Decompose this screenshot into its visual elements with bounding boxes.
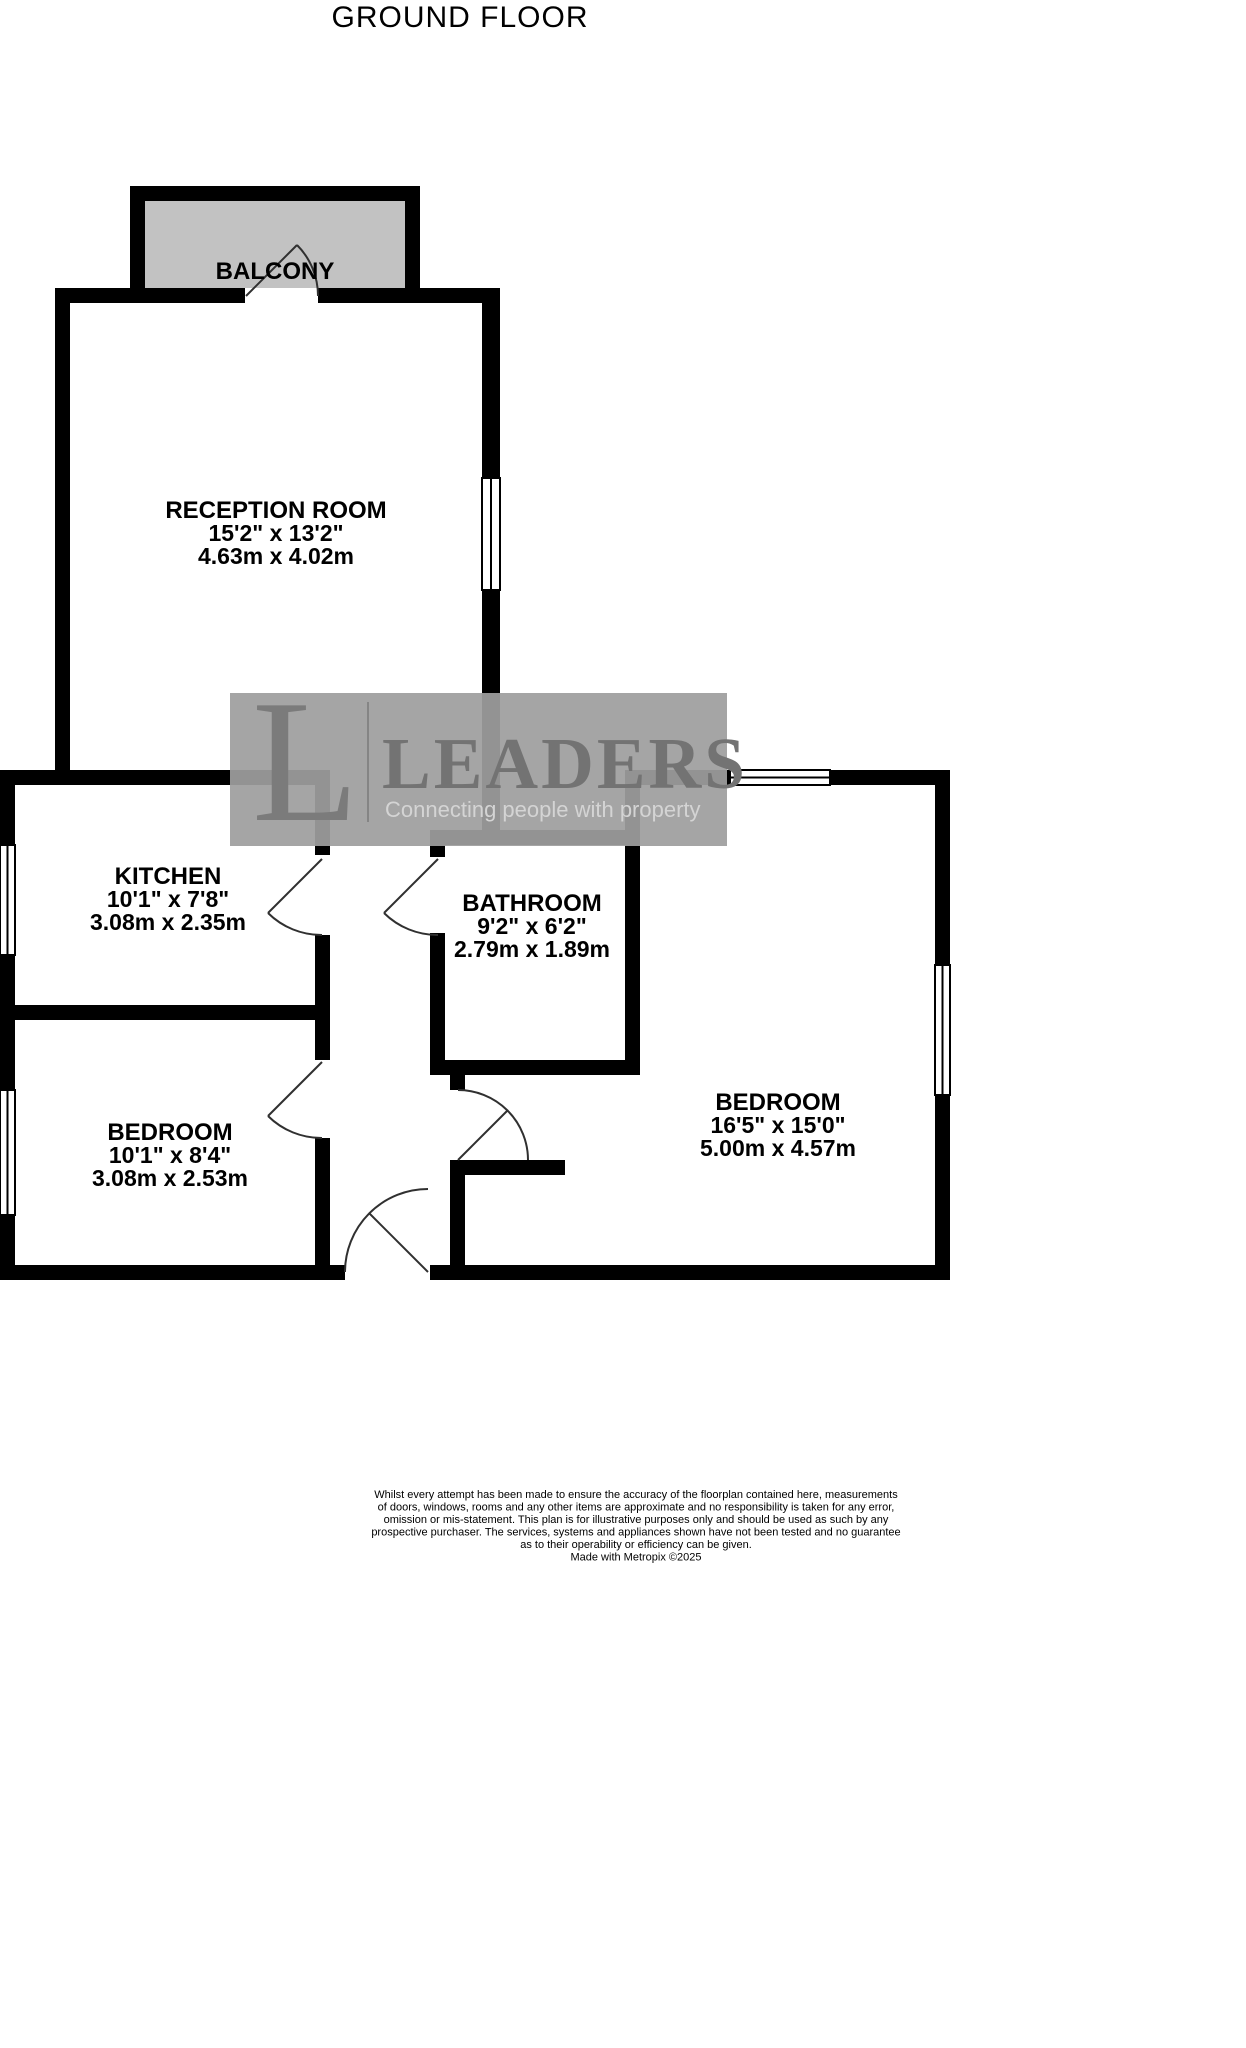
watermark-logo: L LEADERS Connecting people with propert… (230, 664, 748, 858)
wall-segment (55, 288, 245, 303)
room-label-bedroom1-name: BEDROOM (107, 1119, 232, 1146)
watermark-letter: L (252, 664, 359, 858)
disclaimer-block: Whilst every attempt has been made to en… (371, 1489, 900, 1564)
door-leaf (457, 1110, 508, 1161)
wall-segment (315, 1020, 330, 1060)
room-label-bedroom1-metric: 3.08m x 2.53m (92, 1165, 248, 1191)
wall-segment (405, 186, 420, 303)
wall-segment (935, 770, 950, 965)
wall-segment (935, 1095, 950, 1280)
wall-segment (318, 288, 500, 303)
disclaimer-line: Made with Metropix ©2025 (570, 1552, 701, 1564)
wall-segment (830, 770, 950, 785)
room-label-bedroom1-imperial: 10'1" x 8'4" (109, 1142, 231, 1168)
disclaimer-line: of doors, windows, rooms and any other i… (378, 1502, 895, 1514)
wall-segment (450, 1075, 465, 1090)
wall-segment (625, 770, 640, 1075)
disclaimer-line: prospective purchaser. The services, sys… (371, 1527, 900, 1539)
room-label-bathroom-name: BATHROOM (462, 890, 602, 917)
room-label-bathroom-imperial: 9'2" x 6'2" (477, 913, 587, 939)
door-arc (296, 244, 320, 297)
door-arc (267, 1115, 323, 1140)
room-label-bedroom2-name: BEDROOM (715, 1089, 840, 1116)
room-label-kitchen-imperial: 10'1" x 7'8" (107, 886, 229, 912)
door-arc (267, 912, 323, 937)
balcony-area (145, 201, 405, 288)
wall-segment (315, 1138, 330, 1280)
disclaimer-line: Whilst every attempt has been made to en… (374, 1489, 898, 1501)
door-leaf (383, 858, 439, 914)
room-label-balcony: BALCONY (216, 258, 335, 285)
wall-segment (450, 1160, 465, 1280)
wall-segment (430, 845, 445, 857)
windows-group (0, 477, 951, 1216)
door-leaf (245, 244, 298, 297)
watermark-tagline: Connecting people with property (385, 797, 701, 822)
door-arc (383, 912, 439, 937)
doors-group (245, 244, 529, 1273)
room-label-bedroom2-imperial: 16'5" x 15'0" (710, 1112, 845, 1138)
wall-segment (430, 1060, 640, 1075)
room-label-reception-name: RECEPTION ROOM (165, 497, 386, 524)
door-arc (457, 1089, 529, 1161)
disclaimer-line: omission or mis-statement. This plan is … (384, 1514, 889, 1526)
wall-segment (0, 1005, 330, 1020)
wall-segment (0, 1265, 345, 1280)
wall-segment (465, 1160, 565, 1175)
wall-segment (130, 186, 145, 303)
room-label-reception-imperial: 15'2" x 13'2" (208, 520, 343, 546)
door-leaf (267, 858, 323, 914)
page-title: GROUND FLOOR (331, 1, 588, 34)
wall-segment (315, 935, 330, 1005)
room-labels-group: BALCONY RECEPTION ROOM 15'2" x 13'2" 4.6… (90, 258, 856, 1191)
watermark-background (230, 693, 727, 846)
room-label-kitchen-name: KITCHEN (115, 863, 222, 890)
wall-segment (482, 288, 500, 478)
door-leaf (267, 1061, 323, 1117)
door-leaf (368, 1212, 429, 1273)
wall-segment (130, 186, 420, 201)
room-label-bathroom-metric: 2.79m x 1.89m (454, 936, 610, 962)
wall-segment (430, 1265, 950, 1280)
wall-segment (0, 955, 15, 1090)
disclaimer-line: as to their operability or efficiency ca… (520, 1539, 752, 1551)
room-label-bedroom2-metric: 5.00m x 4.57m (700, 1135, 856, 1161)
room-label-reception-metric: 4.63m x 4.02m (198, 543, 354, 569)
wall-segment (55, 288, 70, 770)
room-label-kitchen-metric: 3.08m x 2.35m (90, 909, 246, 935)
wall-segment (430, 933, 445, 1075)
wall-segment (0, 770, 15, 845)
wall-segment (0, 1215, 15, 1280)
watermark-brand: LEADERS (382, 723, 748, 804)
